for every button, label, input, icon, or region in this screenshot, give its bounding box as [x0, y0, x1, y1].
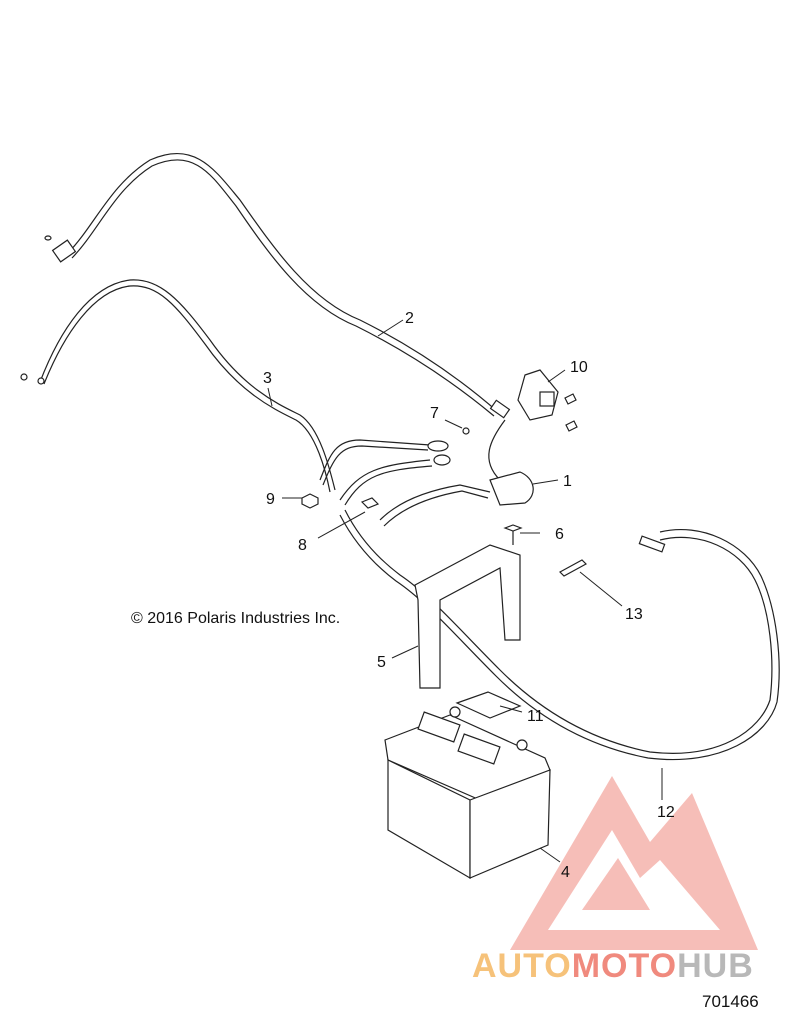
part-10-relay: [517, 369, 578, 432]
callout-13: 13: [625, 606, 643, 623]
callout-8: 8: [298, 537, 307, 554]
callout-6: 6: [555, 526, 564, 543]
callout-2: 2: [405, 310, 414, 327]
callout-1: 1: [563, 473, 572, 490]
callout-4: 4: [561, 864, 570, 881]
part-13-strap: [559, 559, 587, 577]
callout-5: 5: [377, 654, 386, 671]
watermark-text: AUTOMOTOHUB: [472, 947, 754, 985]
cable-3: [20, 279, 336, 493]
callout-9: 9: [266, 491, 275, 508]
part-11-label: [455, 691, 522, 719]
part-1-terminal-cover: [488, 419, 534, 506]
callout-7: 7: [430, 405, 439, 422]
part-4-battery: [384, 706, 551, 880]
callout-3: 3: [263, 370, 272, 387]
callout-10: 10: [570, 359, 588, 376]
cable-2-terminal: [51, 239, 77, 263]
cable-3-nut: [20, 373, 28, 381]
battery-cables: [319, 439, 780, 760]
figure-number: 701466: [702, 992, 759, 1011]
cable-2-nut: [44, 235, 52, 241]
part-6-bolt: [503, 524, 523, 545]
cable-2: [44, 152, 511, 419]
callout-labels: 1 2 3 4 5 6 7 8 9 10 11 12 13: [263, 310, 675, 881]
copyright-notice: © 2016 Polaris Industries Inc.: [131, 610, 341, 627]
leader-lines: [267, 319, 663, 863]
part-9-nut: [301, 493, 319, 509]
part-8-clip: [360, 497, 380, 509]
callout-11: 11: [527, 708, 544, 725]
part-5-bracket: [414, 544, 521, 689]
part-7-nut: [462, 427, 470, 435]
watermark-logo: [510, 776, 758, 950]
callout-12: 12: [657, 804, 675, 821]
